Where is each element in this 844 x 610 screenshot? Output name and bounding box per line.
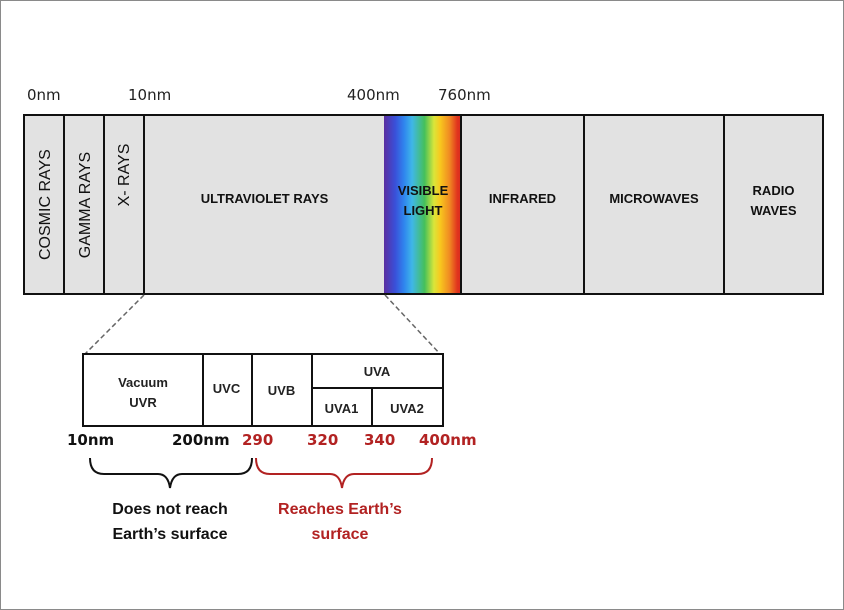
divider-uva1-uva2: [371, 387, 373, 425]
not-reach-line1: Does not reach: [112, 501, 228, 518]
reach-line2: surface: [311, 526, 369, 543]
band-uv-label: ULTRAVIOLET RAYS: [200, 191, 329, 206]
caption-not-reach: Does not reach Earth’s surface: [80, 497, 260, 547]
tick-760nm: 760nm: [438, 86, 491, 104]
uv-breakdown-table: Vacuum UVR UVC UVB UVA UVA1 UVA2: [82, 353, 444, 427]
divider-uvc-uvb: [251, 355, 253, 425]
band-infrared: INFRARED: [460, 114, 585, 295]
vacuum-line2: UVR: [129, 395, 157, 410]
divider-vacuum-uvc: [202, 355, 204, 425]
wl-340: 340: [364, 431, 396, 449]
tick-400nm: 400nm: [347, 86, 400, 104]
wl-10nm: 10nm: [67, 431, 115, 449]
radio-line1: RADIO: [752, 183, 795, 198]
zoom-line-right: [384, 294, 442, 356]
band-visible-label: VISIBLE LIGHT: [384, 181, 462, 221]
brace-not-reach: [89, 457, 253, 489]
divider-uva-sub: [311, 387, 442, 389]
not-reach-line2: Earth’s surface: [112, 526, 228, 543]
cell-uvc: UVC: [212, 381, 241, 396]
band-visible-light: VISIBLE LIGHT: [384, 114, 462, 295]
band-cosmic-rays: COSMIC RAYS: [23, 114, 65, 295]
caption-reach: Reaches Earth’s surface: [250, 497, 430, 547]
wl-400nm: 400nm: [419, 431, 477, 449]
cell-uvb: UVB: [267, 383, 296, 398]
visible-line2: LIGHT: [403, 203, 443, 218]
visible-line1: VISIBLE: [397, 183, 449, 198]
tick-0nm: 0nm: [27, 86, 61, 104]
cell-uva1: UVA1: [324, 401, 359, 416]
band-gamma-rays: GAMMA RAYS: [63, 114, 105, 295]
wl-290: 290: [242, 431, 274, 449]
cell-uva: UVA: [363, 364, 391, 379]
divider-uvb-uva: [311, 355, 313, 425]
wl-320: 320: [307, 431, 339, 449]
zoom-line-left: [83, 294, 145, 356]
wl-200nm: 200nm: [172, 431, 230, 449]
band-radio-waves: RADIO WAVES: [723, 114, 824, 295]
cell-vacuum-uvr: Vacuum UVR: [84, 373, 202, 413]
band-infrared-label: INFRARED: [488, 191, 557, 206]
band-radio-label: RADIO WAVES: [725, 181, 822, 221]
cell-uva2: UVA2: [390, 401, 424, 416]
vacuum-line1: Vacuum: [118, 375, 168, 390]
radio-line2: WAVES: [750, 203, 797, 218]
reach-line1: Reaches Earth’s: [278, 501, 402, 518]
brace-reach: [255, 457, 433, 489]
tick-10nm: 10nm: [128, 86, 172, 104]
band-microwaves: MICROWAVES: [583, 114, 725, 295]
band-microwaves-label: MICROWAVES: [609, 191, 699, 206]
